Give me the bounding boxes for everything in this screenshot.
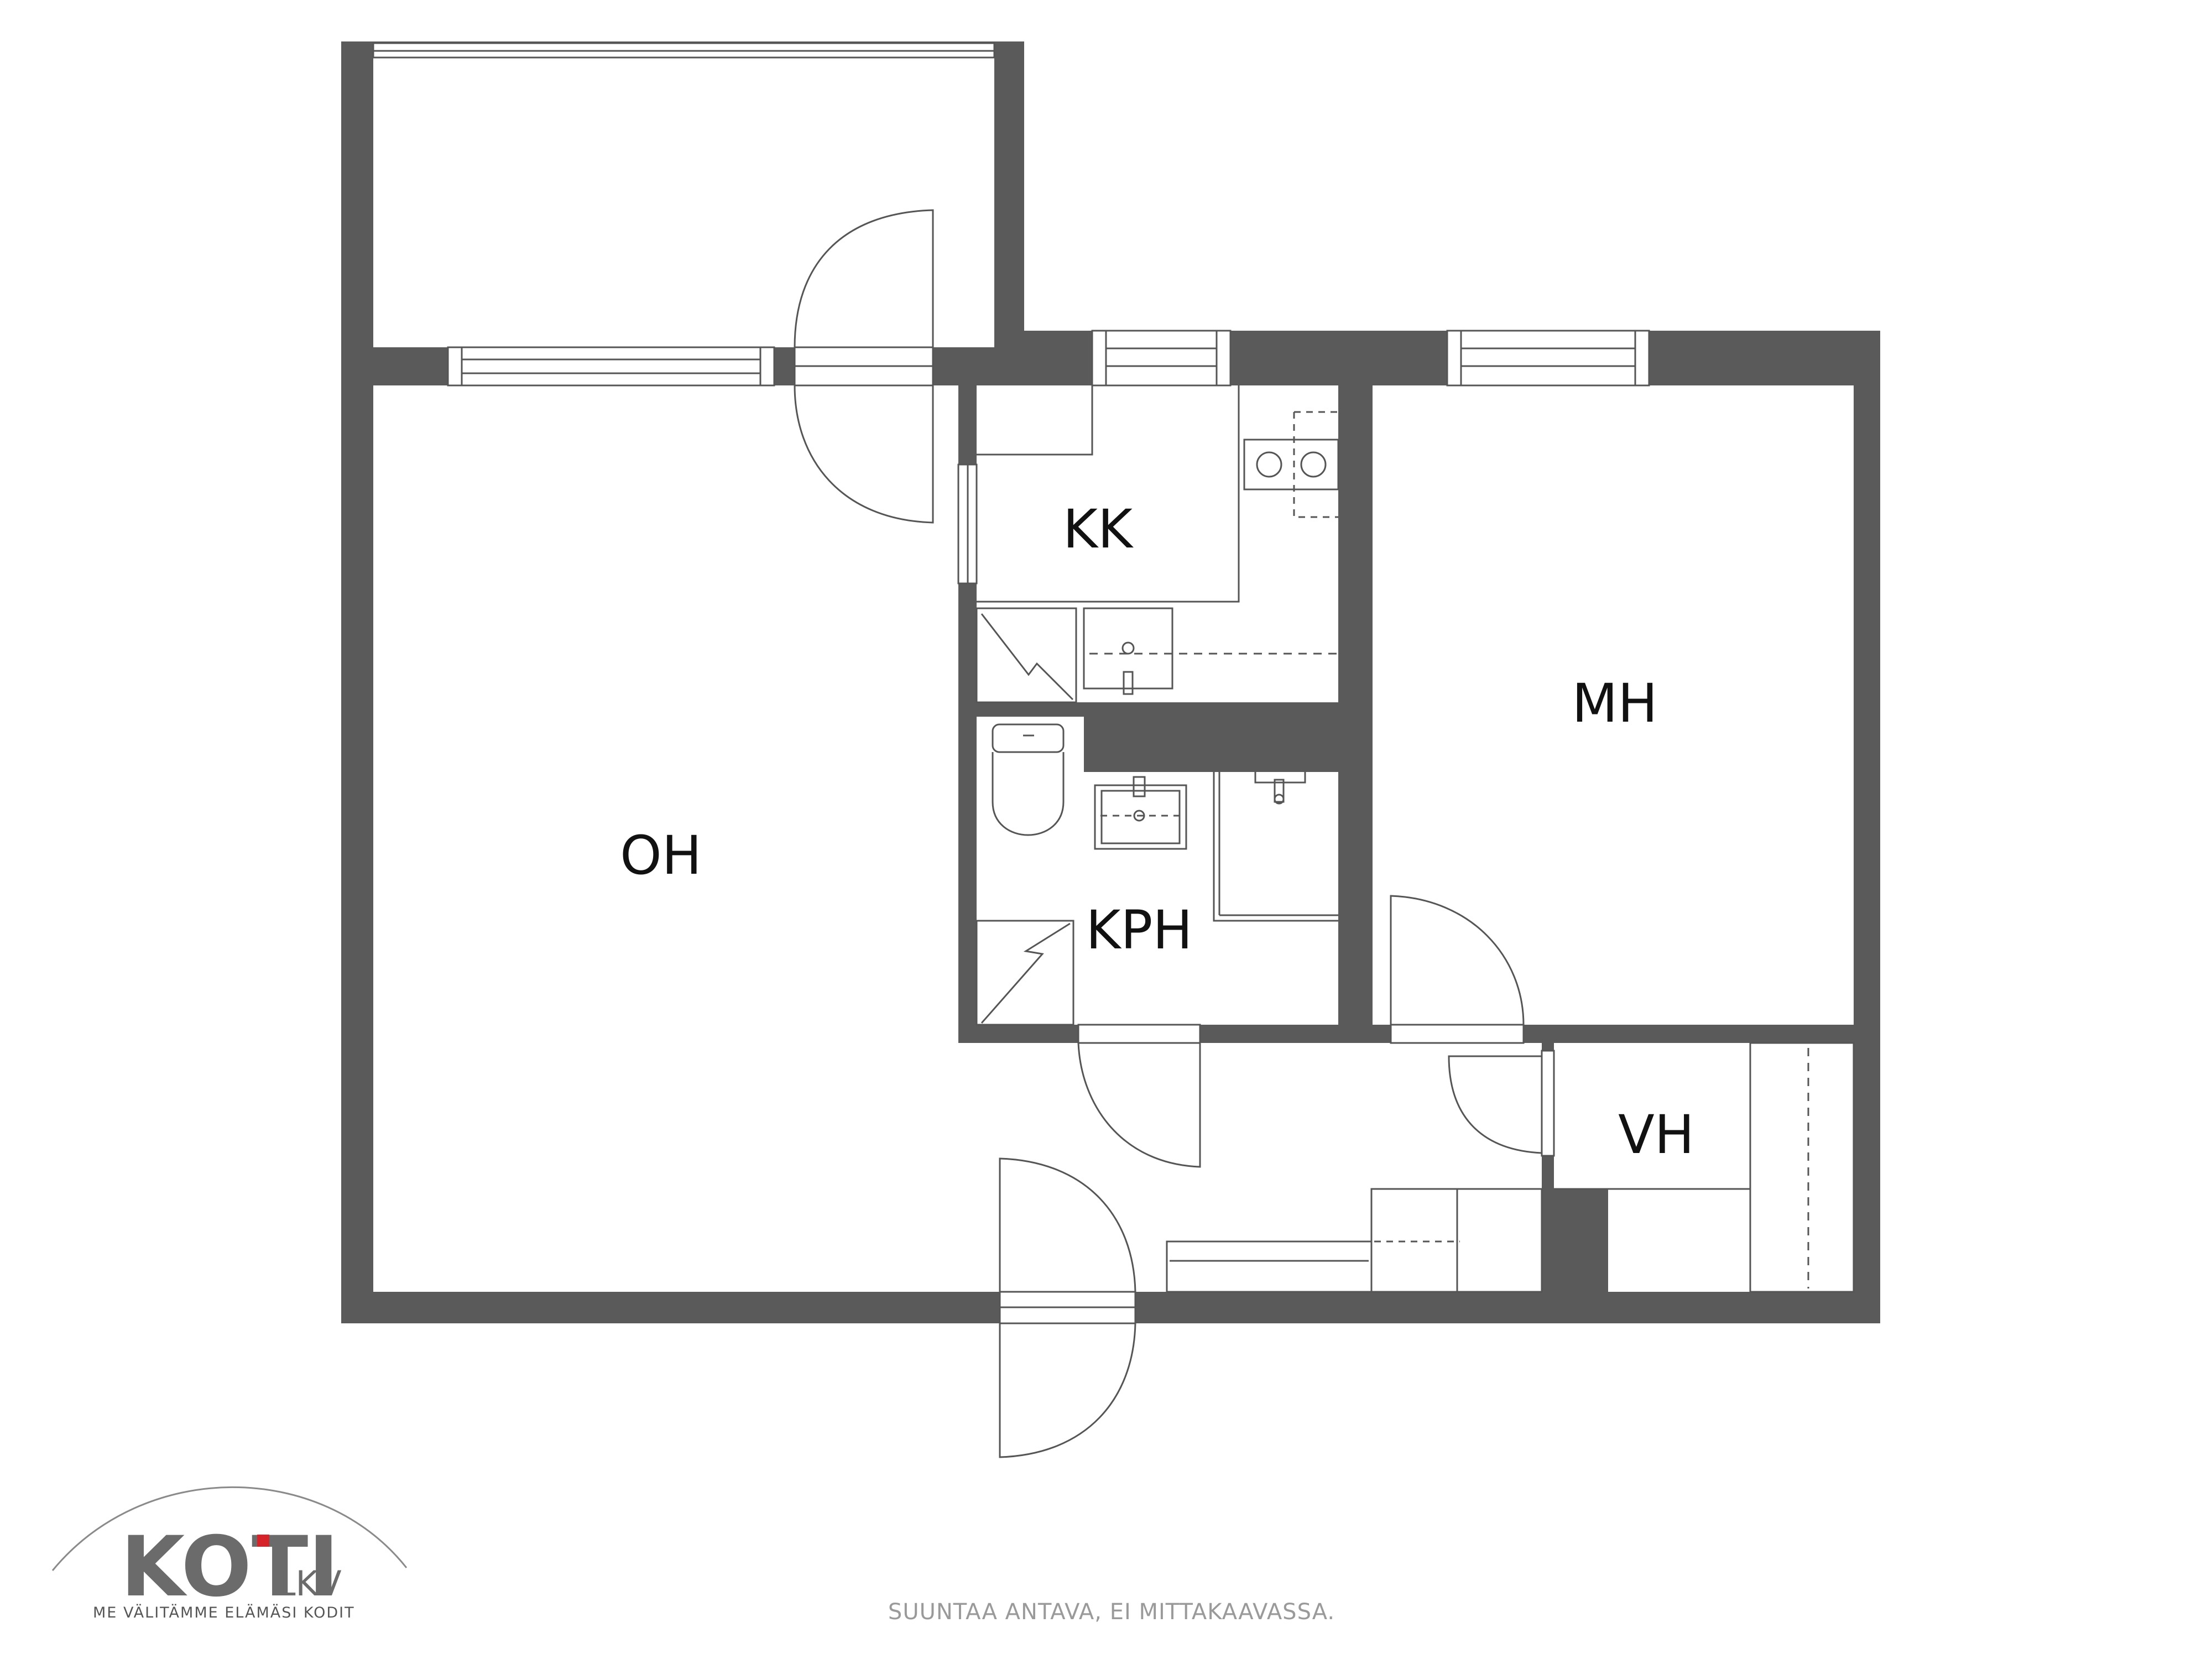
- closet-door-leaf: [1448, 1055, 1543, 1154]
- closet-door-opening: [1541, 1050, 1555, 1157]
- entrance-door-leaf-out: [999, 1322, 1136, 1458]
- kitchen-fridge: [975, 607, 1077, 703]
- logo-tagline: ME VÄLITÄMME ELÄMÄSI KODIT: [93, 1604, 355, 1621]
- bedroom-door-leaf: [1390, 895, 1525, 1026]
- storage-fixtures: [1166, 1042, 1855, 1293]
- bathroom-cabinet: [975, 920, 1074, 1026]
- room-label-kph: KPH: [1086, 899, 1192, 961]
- room-label-kk: KK: [1063, 498, 1134, 560]
- closet-wardrobe: [1749, 1042, 1855, 1293]
- shower-head: [1254, 772, 1306, 784]
- hall-cabinet-1: [1370, 1188, 1458, 1293]
- kitchen-fixtures: [975, 385, 1339, 703]
- kitchen-stove: [1243, 439, 1339, 491]
- logo-arc: [51, 1486, 408, 1571]
- balcony-door-leaf-out: [794, 209, 934, 348]
- room-label-mh: MH: [1572, 672, 1657, 734]
- disclaimer-note: SUUNTAA ANTAVA, EI MITTAKAAVASSA.: [888, 1599, 1335, 1625]
- logo-brand: KOTI: [121, 1519, 339, 1615]
- hall-cabinet-2: [1456, 1188, 1543, 1293]
- living-room-window: [447, 346, 775, 387]
- balcony-window: [372, 42, 995, 59]
- hall-shoe-rack: [1166, 1240, 1373, 1293]
- bathroom-door-leaf: [1077, 1042, 1201, 1168]
- kitchen-upper-cabinet: [977, 385, 1093, 456]
- kitchen-sink: [1083, 607, 1173, 690]
- brand-logo: KOTI LKV ME VÄLITÄMME ELÄMÄSI KODIT: [51, 1486, 408, 1621]
- kitchen-window: [1091, 330, 1232, 387]
- entrance-door-leaf-in: [999, 1157, 1136, 1293]
- bathroom-fixtures: [975, 723, 1338, 1026]
- bathroom-door-opening: [1077, 1024, 1201, 1044]
- bedroom-door-opening: [1390, 1024, 1525, 1044]
- room-label-oh: OH: [620, 825, 702, 886]
- doors: [794, 209, 1555, 1458]
- shower-area: [1213, 772, 1338, 922]
- bedroom-window: [1446, 330, 1650, 387]
- room-label-vh: VH: [1618, 1104, 1694, 1166]
- bathroom-sink: [1094, 784, 1187, 850]
- windows: [372, 42, 1650, 387]
- logo-suffix: LKV: [276, 1563, 342, 1604]
- logo-accent-dot: [257, 1535, 269, 1547]
- kitchen-counter: [977, 385, 1240, 603]
- toilet-tank: [992, 723, 1065, 753]
- toilet-bowl: [992, 752, 1065, 836]
- balcony-door-leaf-in: [794, 384, 934, 524]
